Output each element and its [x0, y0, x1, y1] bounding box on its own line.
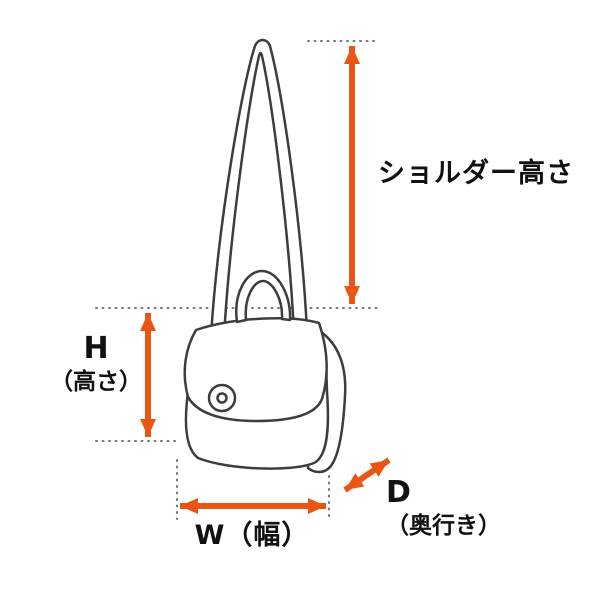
- height-caption: （高さ）: [50, 368, 142, 395]
- depth-symbol: D: [386, 475, 411, 510]
- width-label: W（幅）: [194, 520, 310, 551]
- bag-illustration: [183, 38, 347, 474]
- depth-label: D （奥行き）: [386, 475, 501, 539]
- dimension-arrows: [140, 46, 391, 514]
- height-symbol: H: [83, 331, 109, 366]
- depth-arrow: [343, 457, 391, 493]
- bag-handle: [235, 269, 292, 324]
- shoulder-strap: [209, 38, 309, 339]
- clasp-inner: [216, 392, 228, 404]
- guide-dotted-lines: [95, 40, 379, 520]
- bag-flap: [183, 317, 328, 423]
- depth-caption: （奥行き）: [386, 512, 501, 539]
- shoulder-height-label: ショルダー高さ: [378, 158, 574, 189]
- height-label: H （高さ）: [40, 331, 152, 395]
